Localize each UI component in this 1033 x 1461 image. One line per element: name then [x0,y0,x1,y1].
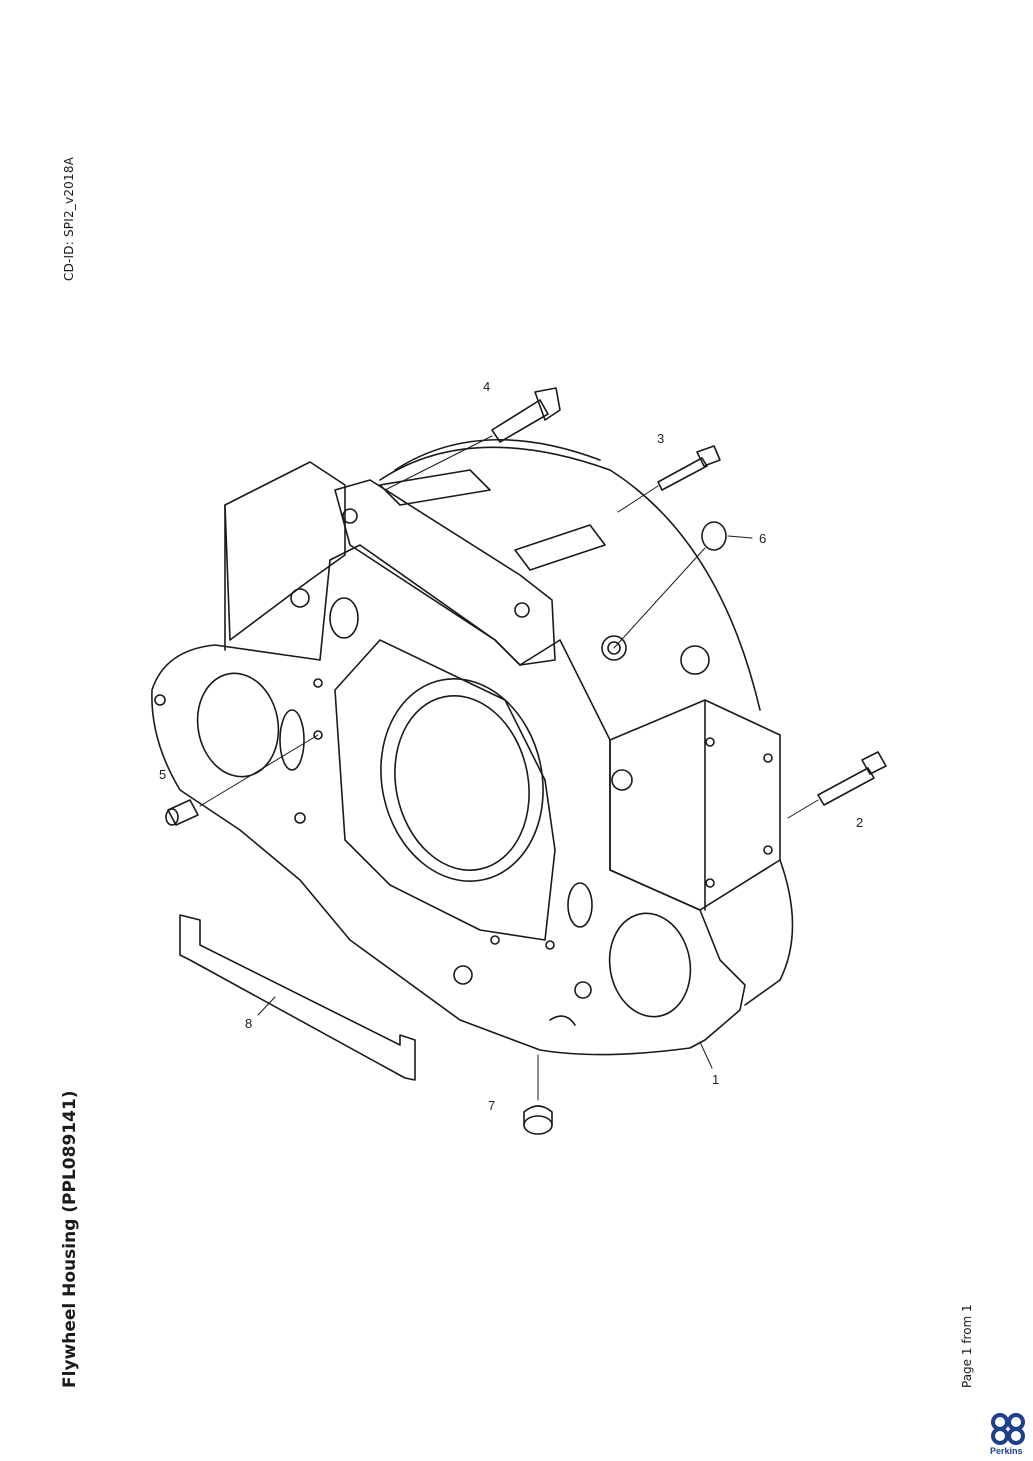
bolt-item-3 [617,445,721,513]
callout-5: 5 [159,767,166,782]
callout-7: 7 [488,1098,495,1113]
callout-6: 6 [759,531,766,546]
callout-2: 2 [856,815,863,830]
bolt-item-2 [787,751,887,819]
callout-1: 1 [712,1072,719,1087]
callout-8: 8 [245,1016,252,1031]
callout-3: 3 [657,431,664,446]
callout-4: 4 [483,379,490,394]
gasket-item-8 [179,914,416,1081]
plug-item-6 [613,521,753,649]
bolt-item-4 [384,387,561,491]
plug-item-7 [523,1054,553,1135]
dowel-item-5 [165,734,319,826]
perkins-logo-text: Perkins [990,1446,1023,1456]
flywheel-housing [151,438,794,1056]
perkins-logo [991,1413,1025,1445]
